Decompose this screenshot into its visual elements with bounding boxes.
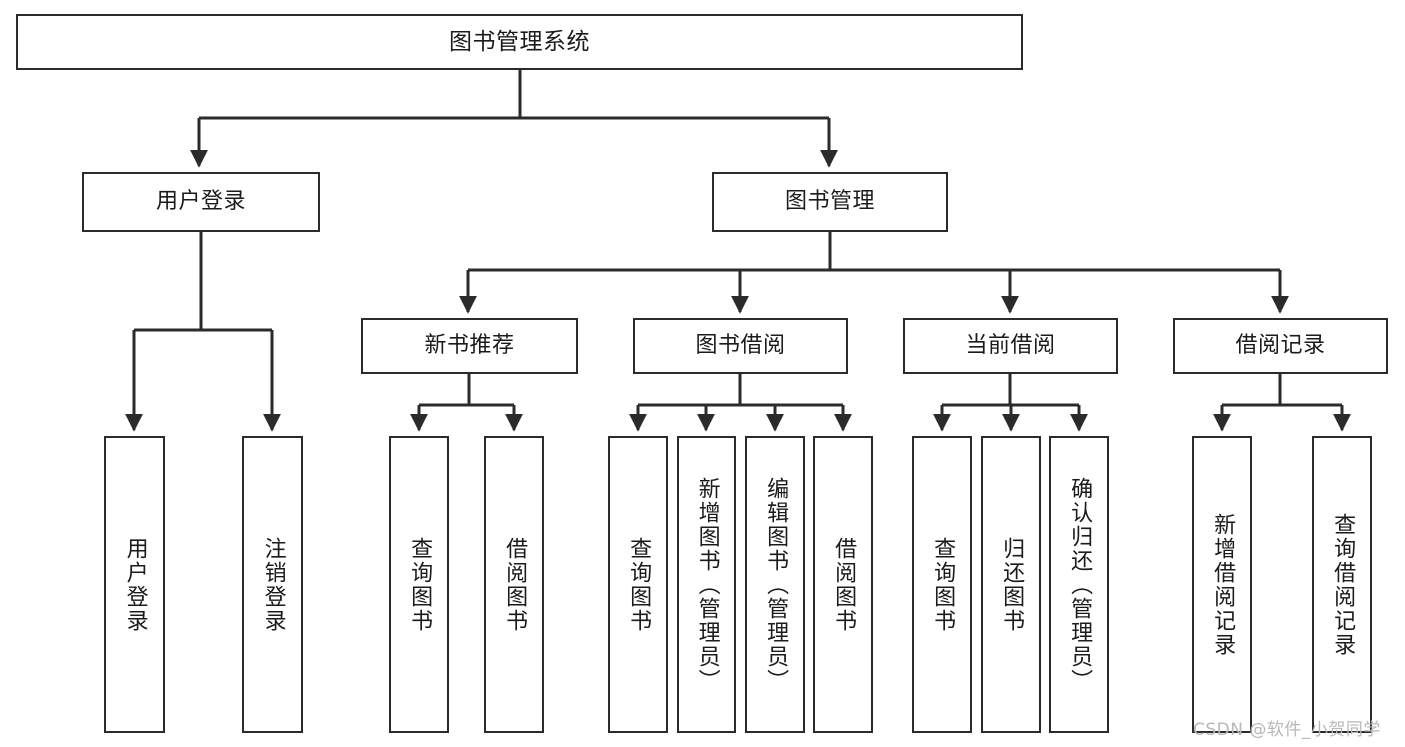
node-leaf-query-borrow-record[interactable]: 查询借阅记录 (1312, 436, 1372, 733)
node-leaf-add-book-admin-label: 新增图书（管理员） (694, 476, 720, 693)
node-leaf-add-book-admin[interactable]: 新增图书（管理员） (677, 436, 736, 733)
node-leaf-query-book-current-label: 查询图书 (930, 536, 956, 633)
node-user-login-label: 用户登录 (155, 189, 246, 215)
node-leaf-edit-book-admin-label: 编辑图书（管理员） (763, 476, 789, 693)
watermark: CSDN @软件_小贺同学 (1193, 720, 1381, 740)
node-leaf-query-book-current[interactable]: 查询图书 (912, 436, 972, 733)
node-leaf-edit-book-admin[interactable]: 编辑图书（管理员） (745, 436, 805, 733)
node-current-borrow[interactable]: 当前借阅 (903, 318, 1118, 374)
node-book-management-label: 图书管理 (784, 189, 875, 215)
node-leaf-confirm-return-admin[interactable]: 确认归还（管理员） (1049, 436, 1109, 733)
node-leaf-query-book-recommend-label: 查询图书 (407, 536, 433, 633)
node-leaf-user-logout-label: 注销登录 (260, 536, 286, 633)
node-leaf-query-book-borrow[interactable]: 查询图书 (608, 436, 668, 733)
node-leaf-return-book[interactable]: 归还图书 (981, 436, 1041, 733)
node-leaf-borrow-book-label: 借阅图书 (831, 536, 857, 633)
node-current-borrow-label: 当前借阅 (965, 333, 1056, 359)
node-leaf-query-book-borrow-label: 查询图书 (626, 536, 652, 633)
node-borrow-record-label: 借阅记录 (1235, 333, 1326, 359)
node-leaf-borrow-book[interactable]: 借阅图书 (813, 436, 873, 733)
node-leaf-user-login-label: 用户登录 (122, 536, 148, 633)
node-root[interactable]: 图书管理系统 (16, 14, 1023, 70)
node-book-borrow-label: 图书借阅 (695, 333, 786, 359)
node-leaf-query-book-recommend[interactable]: 查询图书 (389, 436, 449, 733)
node-leaf-borrow-book-recommend[interactable]: 借阅图书 (484, 436, 544, 733)
node-leaf-add-borrow-record-label: 新增借阅记录 (1210, 512, 1236, 657)
node-leaf-user-logout[interactable]: 注销登录 (242, 436, 303, 733)
node-root-label: 图书管理系统 (449, 28, 590, 55)
node-leaf-return-book-label: 归还图书 (999, 536, 1025, 633)
node-leaf-add-borrow-record[interactable]: 新增借阅记录 (1192, 436, 1252, 733)
node-leaf-user-login[interactable]: 用户登录 (104, 436, 165, 733)
node-new-book-recommend-label: 新书推荐 (424, 333, 515, 359)
node-book-borrow[interactable]: 图书借阅 (633, 318, 848, 374)
node-user-login[interactable]: 用户登录 (82, 172, 320, 232)
node-book-management[interactable]: 图书管理 (712, 172, 948, 232)
node-leaf-borrow-book-recommend-label: 借阅图书 (502, 536, 528, 633)
node-borrow-record[interactable]: 借阅记录 (1173, 318, 1388, 374)
node-leaf-confirm-return-admin-label: 确认归还（管理员） (1067, 476, 1093, 693)
node-new-book-recommend[interactable]: 新书推荐 (361, 318, 578, 374)
node-leaf-query-borrow-record-label: 查询借阅记录 (1330, 512, 1356, 657)
